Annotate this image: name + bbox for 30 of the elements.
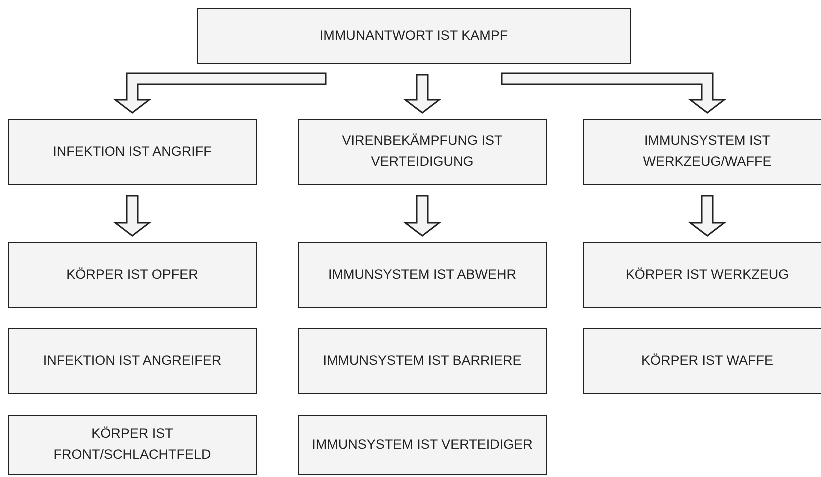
box-label: IMMUNSYSTEM IST BARRIERE bbox=[322, 352, 523, 370]
block-arrow bbox=[113, 72, 327, 114]
concept-box bbox=[298, 119, 547, 185]
concept-box bbox=[298, 415, 547, 475]
block-arrow bbox=[501, 72, 727, 114]
concept-box bbox=[583, 242, 821, 308]
box-label: IMMUNSYSTEM IST VERTEIDIGER bbox=[311, 436, 534, 454]
concept-box bbox=[8, 119, 257, 185]
box-label: VIRENBEKÄMPFUNG IST VERTEIDIGUNG bbox=[341, 132, 504, 171]
concept-box bbox=[583, 328, 821, 394]
box-label: INFEKTION IST ANGRIFF bbox=[52, 142, 213, 161]
concept-box bbox=[8, 328, 257, 394]
box-label: KÖRPER IST WAFFE bbox=[640, 352, 774, 370]
concept-box bbox=[298, 242, 547, 308]
box-label: INFEKTION IST ANGREIFER bbox=[42, 352, 223, 370]
box-label: KÖRPER IST FRONT/SCHLACHTFELD bbox=[52, 425, 212, 464]
concept-box bbox=[298, 328, 547, 394]
block-arrow bbox=[113, 195, 152, 237]
box-label: KÖRPER IST WERKZEUG bbox=[624, 266, 790, 284]
block-arrow bbox=[403, 195, 442, 237]
block-arrow bbox=[688, 195, 727, 237]
box-label: IMMUNSYSTEM IST ABWEHR bbox=[327, 266, 518, 284]
block-arrow bbox=[403, 74, 442, 114]
concept-box bbox=[8, 415, 257, 475]
box-label: IMMUNANTWORT IST KAMPF bbox=[318, 26, 510, 45]
concept-box bbox=[8, 242, 257, 308]
box-label: IMMUNSYSTEM IST WERKZEUG/WAFFE bbox=[642, 132, 773, 171]
box-label: KÖRPER IST OPFER bbox=[66, 266, 200, 284]
concept-box bbox=[197, 8, 631, 64]
concept-box bbox=[583, 119, 821, 185]
